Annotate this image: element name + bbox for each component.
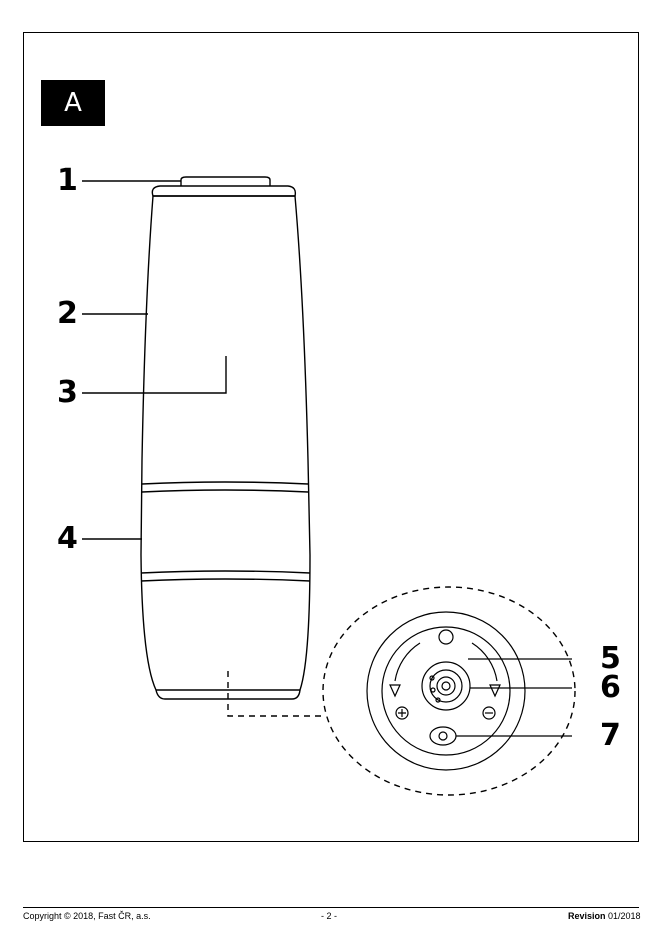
- callout-7: 7: [600, 721, 621, 751]
- adjust-knob-ring: [430, 670, 462, 702]
- footer-revision-label: Revision: [568, 911, 606, 921]
- callout-6: 6: [600, 673, 621, 703]
- top-button: [181, 177, 270, 186]
- arrow-left-icon: [390, 685, 400, 696]
- callout-3: 3: [57, 378, 78, 408]
- ring-band-lower: [141, 571, 310, 581]
- arrow-right-icon: [490, 685, 500, 696]
- callout-4: 4: [57, 524, 78, 554]
- grinder-body: [141, 196, 310, 690]
- detail-connector: [228, 671, 326, 716]
- callout-2: 2: [57, 299, 78, 329]
- footer-page-number: - 2 -: [321, 911, 337, 921]
- burr-center: [442, 682, 450, 690]
- detail-ellipse: [323, 587, 575, 795]
- ring-band-upper: [142, 482, 308, 492]
- lamp-lens: [430, 727, 456, 745]
- callout-1: 1: [57, 166, 78, 196]
- footer-revision-value: 01/2018: [608, 911, 641, 921]
- cap-rim: [152, 186, 295, 196]
- base-outer-ring: [367, 612, 525, 770]
- leader-3: [82, 356, 226, 393]
- footer-divider: [23, 907, 639, 908]
- footer-copyright: Copyright © 2018, Fast ČR, a.s.: [23, 911, 151, 921]
- burr-ring: [437, 677, 455, 695]
- footer-revision: Revision 01/2018: [568, 911, 641, 921]
- adjust-knob-outer: [422, 662, 470, 710]
- led-window: [439, 630, 453, 644]
